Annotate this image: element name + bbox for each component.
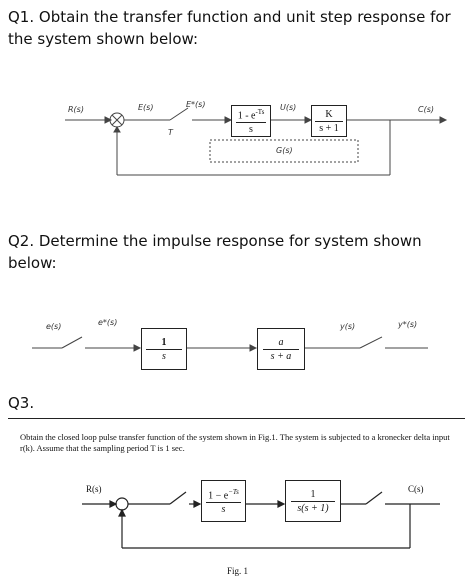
q1-zoh-num: 1 - e [237,110,256,122]
q1-output-label: C(s) [418,105,434,114]
q2-integrator-block: 1 s [141,328,187,370]
q1-zoh-exp: -Ts [255,107,265,116]
question-3-title: Q3. [8,394,35,412]
q3-plant-den: s(s + 1) [297,502,329,514]
q1-sampled-label: E*(s) [186,100,206,109]
q2-firstorder-block: a s + a [257,328,305,370]
q3-divider [8,418,465,419]
q1-plant-den: s + 1 [319,122,339,134]
q2-ystar-label: y*(s) [398,320,418,329]
question-3-text: Obtain the closed loop pulse transfer fu… [20,432,450,453]
q3-zoh-den: s [221,504,226,516]
q3-input-label: R(s) [86,484,102,494]
q2-b2-den: s + a [270,350,292,362]
q1-zoh-block: 1 - e-Ts s [231,105,271,137]
q2-b2-num: a [278,336,284,348]
q3-plant-block: 1 s(s + 1) [285,480,341,522]
q1-plant-block: K s + 1 [311,105,347,137]
q3-zoh-num: 1 − e [208,490,229,502]
q3-output-label: C(s) [408,484,424,494]
q3-zoh-block: 1 − e−Ts s [201,480,246,522]
q3-zoh-exp: −Ts [228,487,239,496]
q3-plant-num: 1 [310,488,316,500]
q2-y-label: y(s) [340,322,356,331]
q3-figure-caption: Fig. 1 [227,566,249,576]
q2-b1-num: 1 [161,336,167,348]
q1-sampler-label: T [168,128,173,137]
q1-error-label: E(s) [138,103,154,112]
q1-plant-num: K [325,108,333,120]
q2-b1-den: s [162,350,166,362]
question-2-text: Q2. Determine the impulse response for s… [8,232,422,272]
question-1-text: Q1. Obtain the transfer function and uni… [8,8,451,48]
q2-e-label: e(s) [46,322,62,331]
q1-plant-label: G(s) [276,146,293,155]
q1-u-label: U(s) [280,103,297,112]
q1-input-label: R(s) [68,105,84,114]
q2-estar-label: e*(s) [98,318,118,327]
q1-zoh-den: s [249,124,253,136]
